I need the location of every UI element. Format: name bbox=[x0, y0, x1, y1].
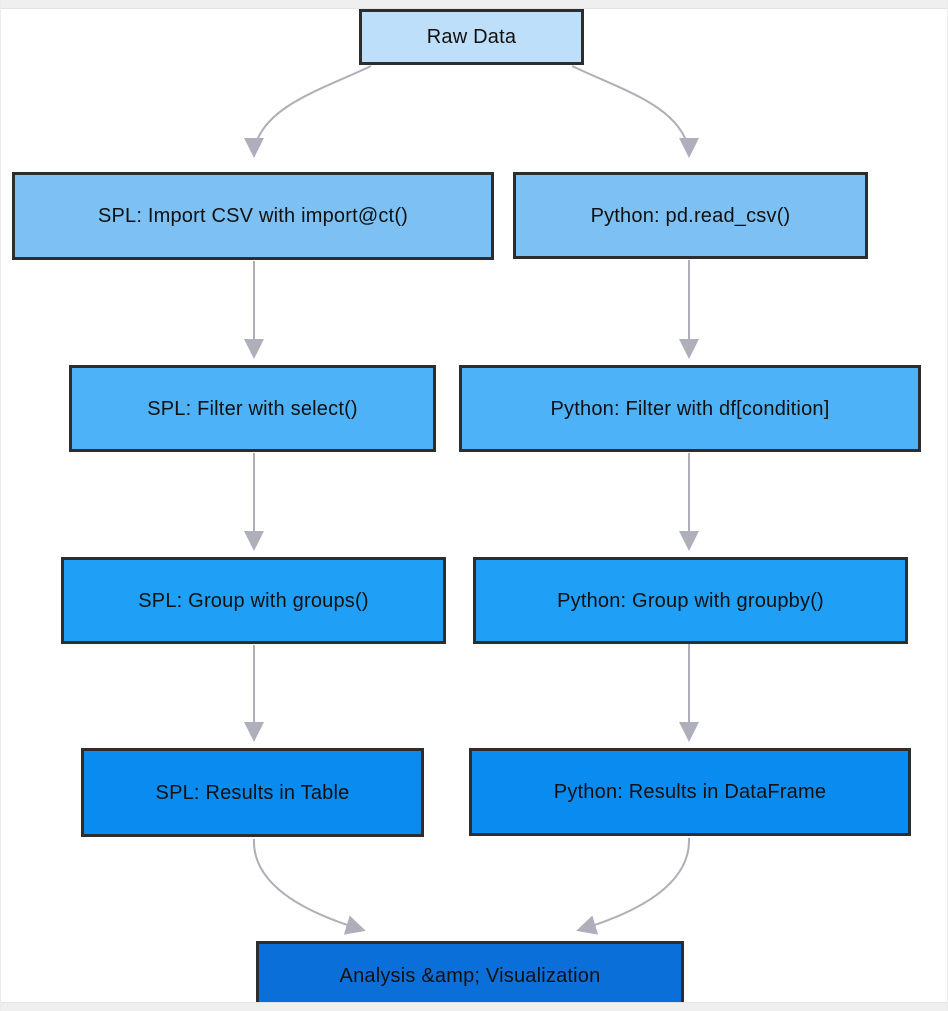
edge-spl-results-to-analysis bbox=[252, 838, 366, 935]
node-raw-data-label: Raw Data bbox=[426, 26, 517, 48]
node-python-read-csv: Python: pd.read_csv() bbox=[513, 172, 868, 259]
node-python-group: Python: Group with groupby() bbox=[473, 557, 908, 644]
edge-python-results-to-analysis bbox=[576, 837, 691, 935]
node-python-read-csv-label: Python: pd.read_csv() bbox=[590, 204, 791, 227]
node-analysis-visualization-label: Analysis &amp; Visualization bbox=[339, 965, 601, 987]
edge-rawdata-to-spl-import bbox=[244, 65, 372, 158]
page-background-strip-top bbox=[1, 0, 947, 9]
node-spl-import-csv: SPL: Import CSV with import@ct() bbox=[12, 172, 494, 260]
node-spl-group: SPL: Group with groups() bbox=[61, 557, 446, 644]
node-python-filter: Python: Filter with df[condition] bbox=[459, 365, 921, 452]
node-raw-data: Raw Data bbox=[359, 9, 584, 65]
node-spl-group-label: SPL: Group with groups() bbox=[138, 589, 369, 612]
node-python-results: Python: Results in DataFrame bbox=[469, 748, 911, 836]
node-python-results-label: Python: Results in DataFrame bbox=[553, 781, 827, 803]
node-analysis-visualization: Analysis &amp; Visualization bbox=[256, 941, 684, 1011]
node-python-filter-label: Python: Filter with df[condition] bbox=[550, 397, 830, 420]
node-spl-results-label: SPL: Results in Table bbox=[155, 781, 350, 804]
node-spl-filter: SPL: Filter with select() bbox=[69, 365, 436, 452]
edge-rawdata-to-python-import bbox=[571, 65, 699, 158]
page-background-strip-bottom bbox=[1, 1002, 947, 1011]
node-spl-results: SPL: Results in Table bbox=[81, 748, 424, 837]
node-spl-filter-label: SPL: Filter with select() bbox=[147, 397, 358, 420]
node-spl-import-csv-label: SPL: Import CSV with import@ct() bbox=[97, 205, 409, 227]
node-python-group-label: Python: Group with groupby() bbox=[557, 589, 824, 612]
